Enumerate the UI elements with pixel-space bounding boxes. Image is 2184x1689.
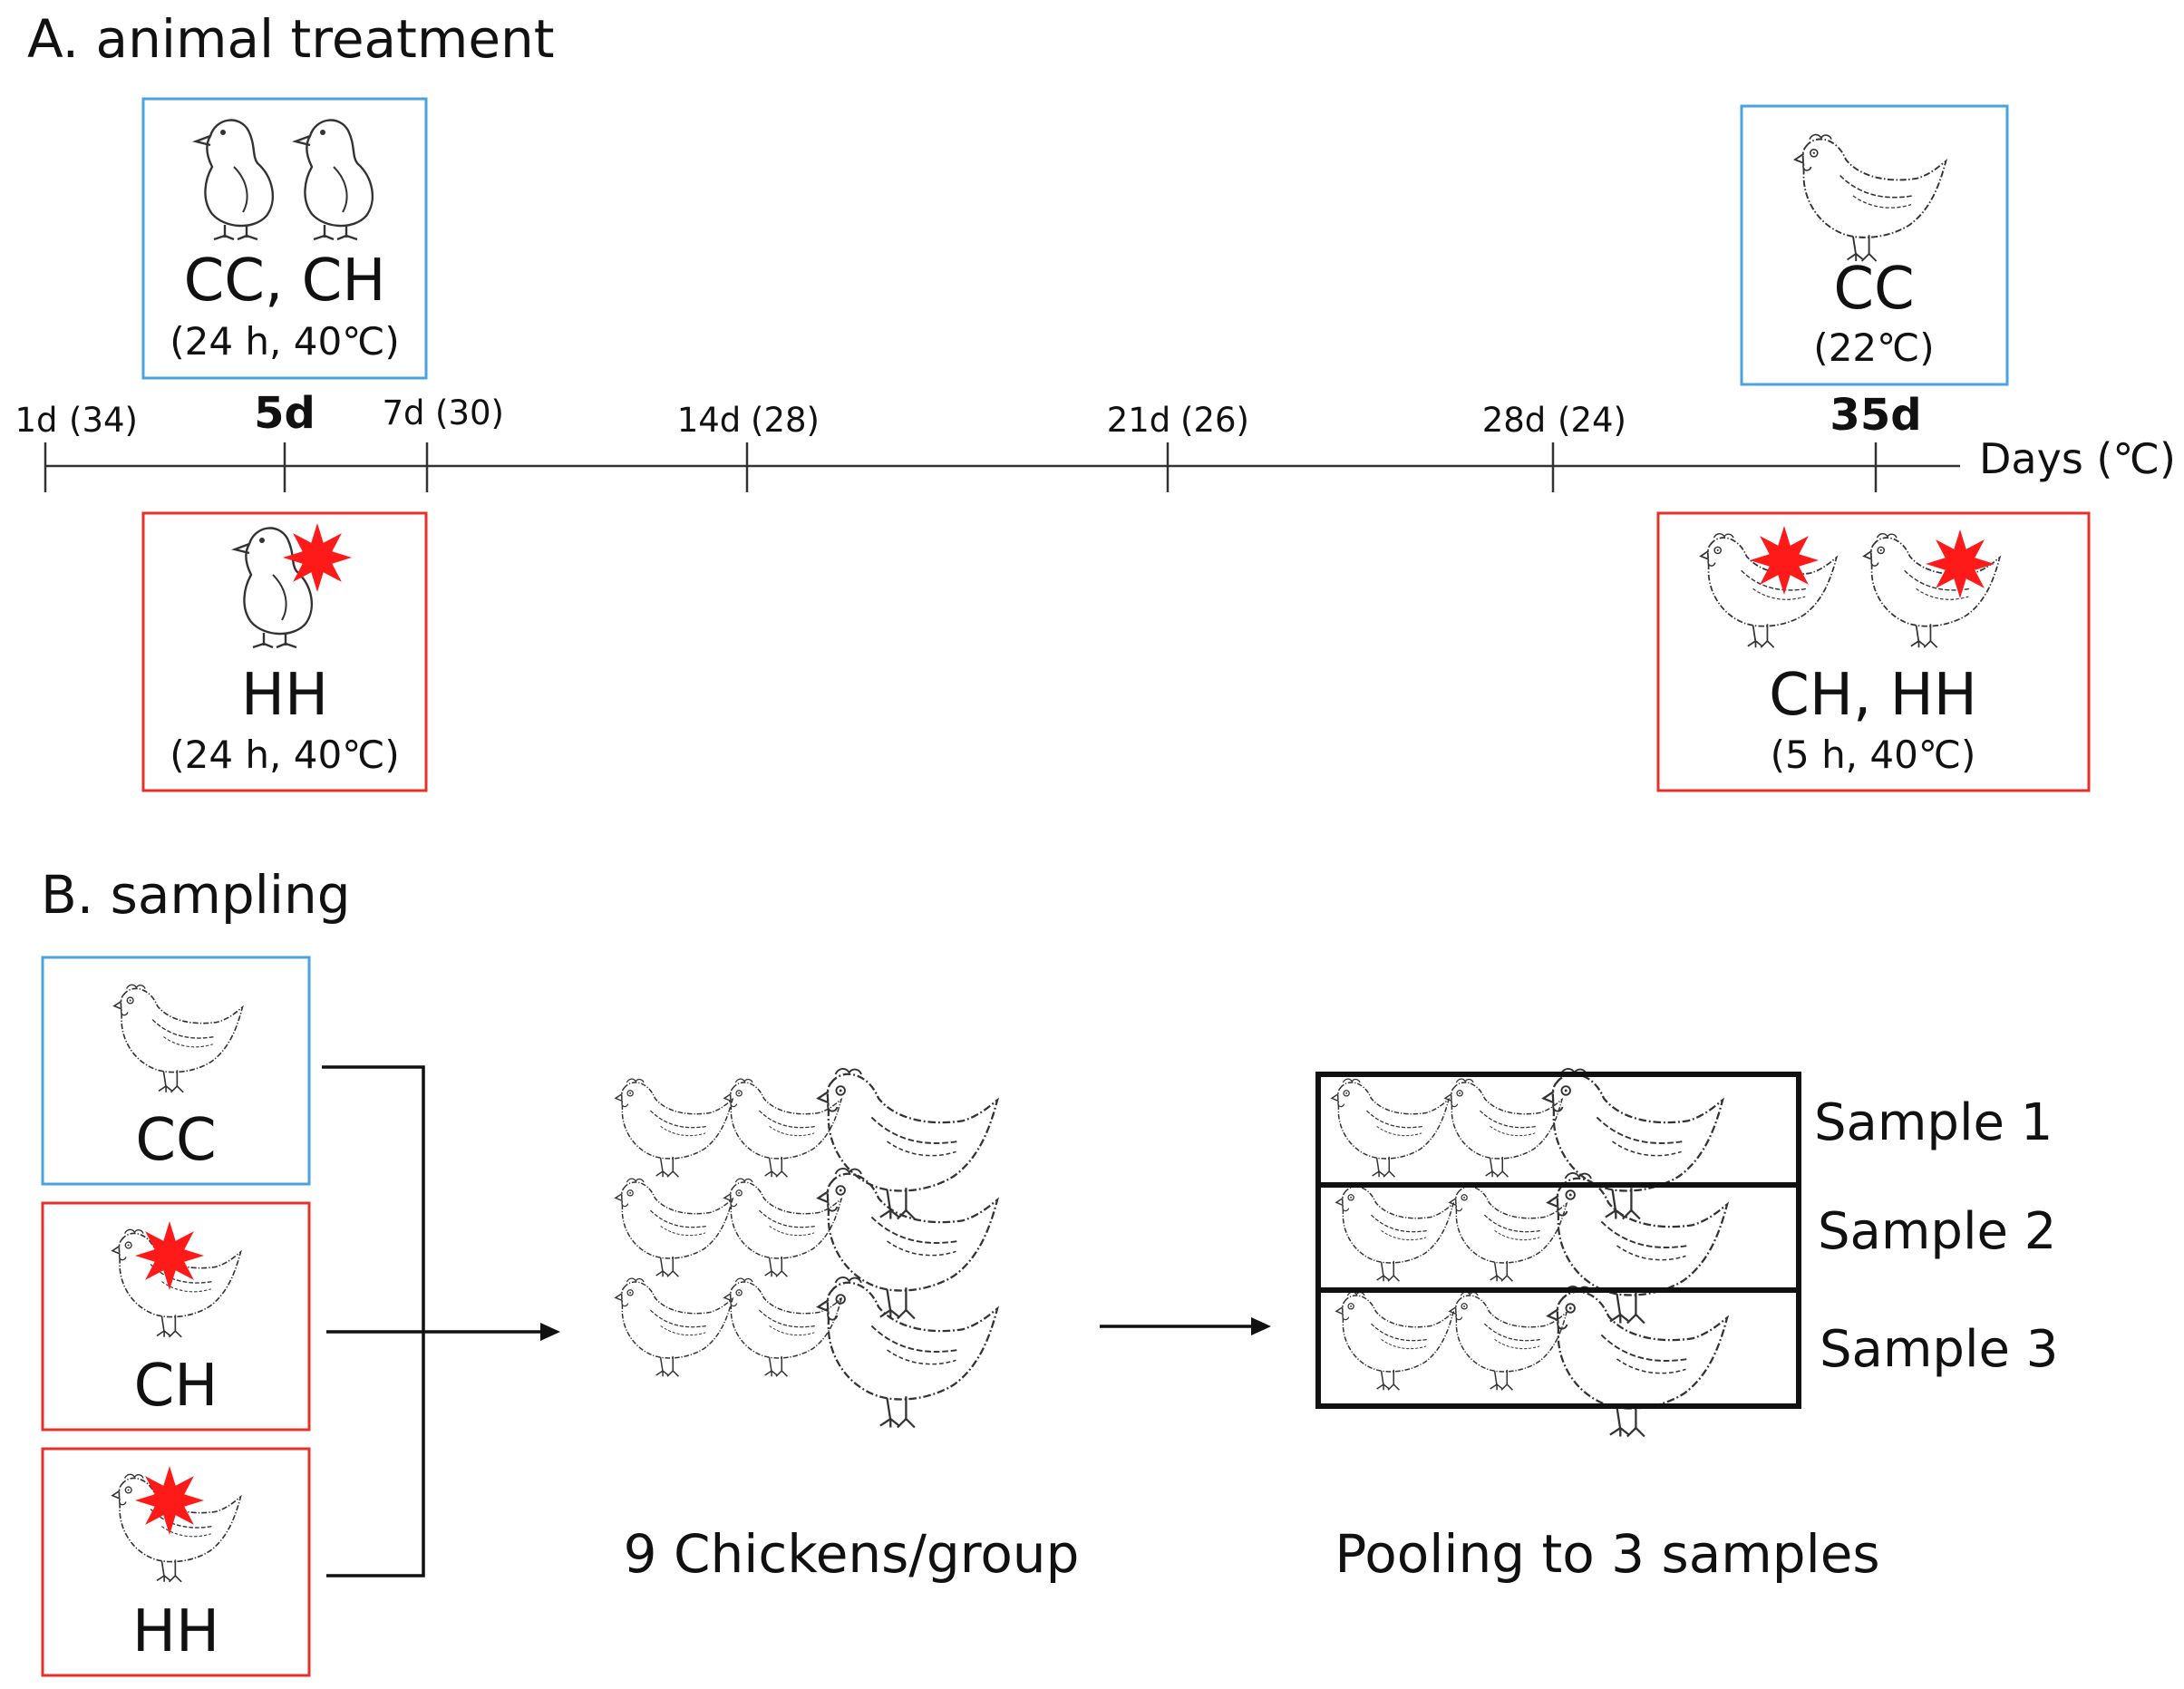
group-label-cc: CC [135,1107,217,1174]
sample-box-1 [1315,1072,1801,1188]
sample-label-3: Sample 3 [1820,1320,2059,1379]
tick-label-temp: (28) [751,401,820,440]
day35-control-box [1740,104,2009,386]
hen-icon [1547,1171,1729,1325]
group-label-hh: HH [131,1598,220,1665]
heat-star-icon [283,523,352,592]
day35-heat-groups: CH, HH [1769,662,1977,729]
tick-label-day: 5d [254,388,315,439]
chick-icon [194,119,275,241]
day35-control-condition: (22℃) [1813,325,1935,370]
hen-icon [1542,1067,1724,1220]
day5-heat-groups: HH [240,662,329,729]
day35-heat-box [1656,511,2091,792]
group-bracket [322,1065,425,1577]
hen-icon [1449,1182,1568,1282]
tick-label-day: 7d [382,393,425,432]
tick-label-day: 1d [15,401,58,440]
tick-label-temp: (34) [69,401,138,440]
sample-box-3 [1315,1287,1801,1409]
group-box-cc [41,956,311,1186]
hen-icon [1444,1078,1563,1178]
hen-icon [1331,1078,1450,1178]
hen-icon [615,1178,733,1277]
heat-star-icon [135,1221,204,1290]
day35-control-groups: CC [1833,256,1915,323]
timeline-ticks [44,442,1878,492]
tick-label-temp: (26) [1180,401,1249,440]
hen-icon [1547,1285,1729,1438]
pooling-caption: Pooling to 3 samples [1335,1523,1880,1585]
hen-icon [1335,1182,1454,1282]
group-box-hh [41,1447,311,1677]
tick-label-temp: (24) [1558,401,1626,440]
group-box-ch [41,1201,311,1432]
tick-label-day: 21d [1106,401,1171,440]
day35-heat-condition: (5 h, 40℃) [1770,733,1976,777]
pooled-chickens [1331,1067,1729,1438]
hen-icon [817,1276,999,1429]
day5-control-groups: CC, CH [183,248,386,315]
hen-icon [1449,1291,1568,1391]
sample-label-1: Sample 1 [1814,1093,2053,1152]
hen-icon [615,1277,733,1377]
arrowhead-icon [540,1323,560,1341]
arrowhead-icon [1251,1317,1271,1335]
hen-icon [817,1067,999,1220]
tick-label-day: 35d [1830,390,1922,441]
hen-icon [1794,133,1947,262]
tick-label-day: 14d [676,401,742,440]
tick-label-temp: (30) [435,393,504,432]
sample-label-2: Sample 2 [1818,1202,2057,1261]
tick-label-day: 28d [1481,401,1547,440]
hen-icon [1863,532,2001,649]
hen-icon [1335,1291,1454,1391]
day5-heat-condition: (24 h, 40℃) [170,733,400,777]
heat-star-icon [1750,526,1819,595]
group-label-ch: CH [133,1353,218,1420]
section-a-title: A. animal treatment [27,8,555,70]
day5-heat-box [141,511,428,792]
axis-label: Days (℃) [1979,434,2176,483]
day5-control-box [141,97,428,380]
hen-icon [817,1167,999,1320]
heat-star-icon [1926,529,1995,598]
heat-star-icon [135,1466,204,1535]
chickens-cluster [615,1067,999,1429]
chickens-caption: 9 Chickens/group [623,1523,1080,1585]
hen-icon [723,1277,842,1377]
chick-icon [294,119,374,241]
hen-icon [615,1078,733,1178]
day5-control-condition: (24 h, 40℃) [170,319,400,364]
section-b-title: B. sampling [41,864,351,926]
hen-icon [113,984,244,1093]
